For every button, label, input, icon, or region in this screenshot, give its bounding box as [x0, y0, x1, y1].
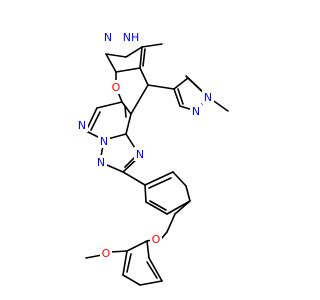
atom-n-triazole-bridge-label: N	[100, 135, 108, 148]
atom-o-methoxy: O	[100, 246, 112, 260]
atom-n-methylpyrazole-2-background	[202, 90, 214, 104]
atom-n-pyrimidine-label: N	[78, 119, 86, 132]
atom-n-pyrimidine: N	[76, 118, 88, 132]
atom-n-pyrazole-top-label: N	[104, 31, 112, 44]
atom-labels: NH N O N N N N N	[76, 29, 214, 260]
atom-n-triazole-upper-background	[134, 147, 146, 161]
atom-n-triazole-upper: N	[134, 147, 146, 161]
atom-n-triazole-bridge-background	[98, 134, 110, 148]
atom-o-benzyl-ether: O	[150, 232, 162, 246]
atom-nh-background	[120, 29, 142, 44]
atom-n-triazole-lower: N	[95, 155, 107, 169]
atom-n-methylpyrazole-1-label: N	[192, 105, 200, 118]
atom-n-triazole-bridge: N	[98, 134, 110, 148]
atom-o-pyran-label: O	[112, 81, 121, 94]
atom-n-triazole-upper-label: N	[136, 148, 144, 161]
atom-n-pyrimidine-background	[76, 118, 88, 132]
atom-n-methylpyrazole-1: N	[190, 104, 202, 118]
atom-o-methoxy-background	[100, 246, 112, 260]
atom-nh-label: NH	[123, 31, 140, 44]
atom-o-pyran-background	[110, 80, 122, 94]
atom-o-benzyl-ether-background	[150, 232, 162, 246]
atom-o-pyran: O	[110, 80, 122, 94]
atom-n-pyrazole-top-background	[103, 30, 113, 44]
atom-o-benzyl-ether-label: O	[152, 233, 161, 246]
molecule-structure-diagram: NH N O N N N N N	[76, 29, 229, 286]
atom-n-pyrazole-top: N	[103, 30, 113, 44]
atom-n-triazole-lower-background	[95, 155, 107, 169]
atom-nh: NH	[120, 29, 142, 44]
atom-n-methylpyrazole-1-background	[190, 104, 202, 118]
atom-n-triazole-lower-label: N	[97, 156, 105, 169]
atom-o-methoxy-label: O	[102, 247, 111, 260]
atom-n-methylpyrazole-2-label: N	[204, 91, 212, 104]
atom-n-methylpyrazole-2: N	[202, 90, 214, 104]
